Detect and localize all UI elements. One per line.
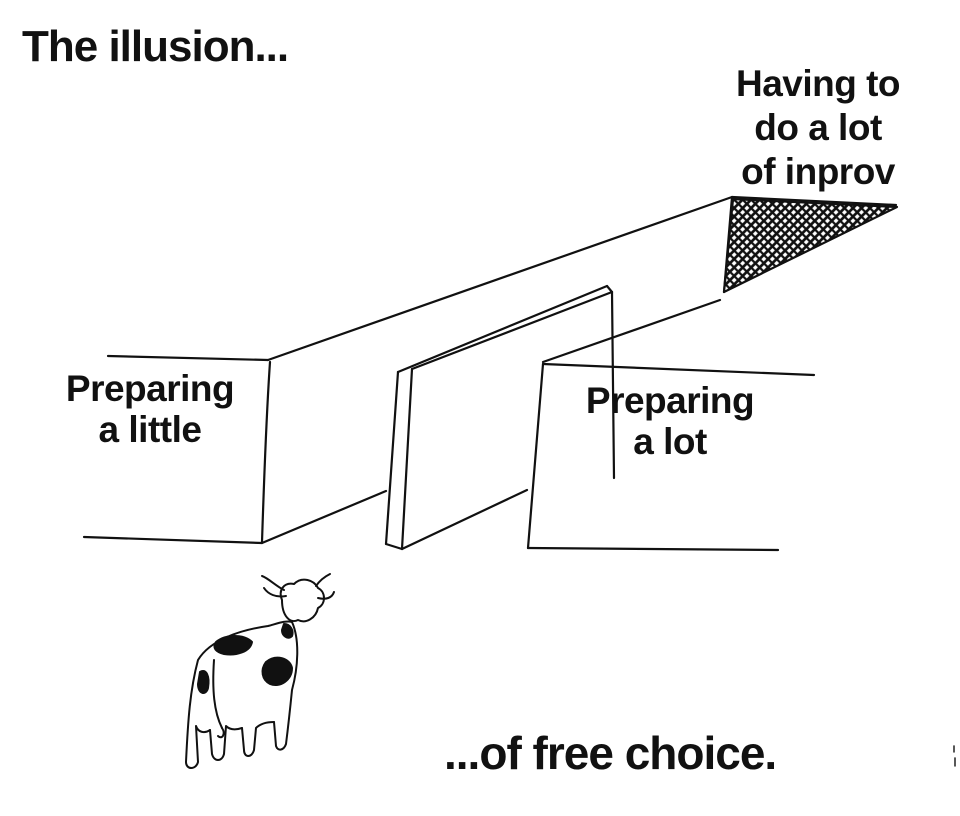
label-preparing-a-little: Preparing a little [48, 368, 252, 450]
label-line: a little [98, 409, 202, 450]
label-line: do a lot [754, 107, 882, 148]
edge-marks [953, 745, 956, 767]
meme-title: The illusion... [22, 22, 289, 71]
far-doorway [722, 197, 899, 294]
label-line: Having to [735, 63, 901, 104]
label-having-to-improv: Having to do a lot of inprov [712, 62, 924, 194]
center-panel [384, 284, 616, 551]
right-block [526, 298, 816, 552]
label-line: Preparing [585, 380, 755, 421]
label-line: Preparing [65, 368, 235, 409]
label-preparing-a-lot: Preparing a lot [560, 380, 780, 462]
meme-caption: ...of free choice. [444, 727, 777, 779]
left-block [82, 354, 388, 545]
label-line: a lot [633, 421, 707, 462]
cow-illustration [185, 573, 335, 769]
label-line: of inprov [741, 151, 895, 192]
